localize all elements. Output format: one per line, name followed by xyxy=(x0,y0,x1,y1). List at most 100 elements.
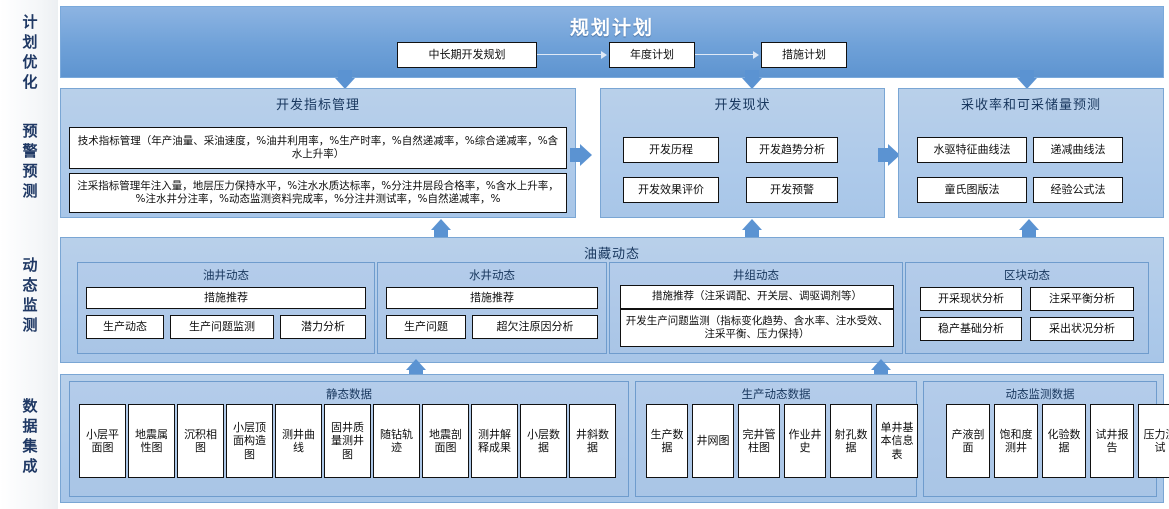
node-label: 小层顶面构造图 xyxy=(233,421,266,461)
node-label: 试井报告 xyxy=(1095,427,1129,454)
node-production-data-item[interactable]: 井网图 xyxy=(692,404,734,478)
node-label: 测井解释成果 xyxy=(478,427,511,454)
panel-reservoir-dynamics: 油藏动态 油井动态 措施推荐 生产动态 生产问题监测 潜力分析 水井动态 措施推… xyxy=(60,237,1164,363)
node-label: 措施推荐 xyxy=(470,291,514,305)
group-title: 生产动态数据 xyxy=(741,387,811,401)
node-label: 作业井史 xyxy=(788,427,822,454)
node-measure-recommendation-well-group[interactable]: 措施推荐（注采调配、开关层、调驱调剂等） xyxy=(620,285,894,309)
node-production-data-item[interactable]: 射孔数据 xyxy=(830,404,872,478)
node-label: 生产数据 xyxy=(650,427,684,454)
node-label: 地震剖面图 xyxy=(429,427,462,454)
node-static-data-item[interactable]: 测井解释成果 xyxy=(471,404,518,478)
node-label: 开发历程 xyxy=(649,143,693,157)
node-label: 经验公式法 xyxy=(1050,183,1106,197)
panel-recovery-prediction: 采收率和可采储量预测 水驱特征曲线法 递减曲线法 童氏图版法 经验公式法 xyxy=(898,88,1164,218)
node-label: 递减曲线法 xyxy=(1050,143,1106,157)
connector-arrowhead-icon xyxy=(753,51,759,59)
node-label: 固井质量测井图 xyxy=(331,421,364,461)
node-development-trend-analysis[interactable]: 开发趋势分析 xyxy=(746,137,838,163)
node-label: 采出状况分析 xyxy=(1049,322,1115,336)
node-development-effect-evaluation[interactable]: 开发效果评价 xyxy=(623,177,719,203)
node-label: 地震属性图 xyxy=(135,427,168,454)
node-label: 开发预警 xyxy=(770,183,814,197)
sidebar-item-label: 计划优化 xyxy=(20,14,39,94)
sidebar-item-warning-forecast[interactable]: 预警预测 xyxy=(0,108,58,218)
node-measure-plan[interactable]: 措施计划 xyxy=(761,42,847,68)
node-monitoring-data-item[interactable]: 产液剖面 xyxy=(946,404,990,478)
node-monitoring-data-item[interactable]: 压力测试 xyxy=(1138,404,1169,478)
node-monitoring-data-item[interactable]: 试井报告 xyxy=(1090,404,1134,478)
node-label: 开发生产问题监测（指标变化趋势、含水率、注水受效、注采平衡、压力保持） xyxy=(625,314,889,340)
node-injection-production-balance-analysis[interactable]: 注采平衡分析 xyxy=(1030,287,1134,311)
node-label: 超欠注原因分析 xyxy=(496,320,574,334)
node-production-problem-monitoring[interactable]: 生产问题监测 xyxy=(170,315,274,339)
node-production-dynamics[interactable]: 生产动态 xyxy=(86,315,164,339)
node-development-production-problem-monitoring[interactable]: 开发生产问题监测（指标变化趋势、含水率、注水受效、注采平衡、压力保持） xyxy=(620,309,894,347)
node-label: 童氏图版法 xyxy=(944,183,1000,197)
node-label: 潜力分析 xyxy=(301,320,345,334)
panel-title: 开发现状 xyxy=(714,98,771,113)
node-development-history[interactable]: 开发历程 xyxy=(623,137,719,163)
node-measure-recommendation-water[interactable]: 措施推荐 xyxy=(386,287,598,309)
panel-title: 开发指标管理 xyxy=(275,98,360,113)
sidebar-item-dynamic-monitoring[interactable]: 动态监测 xyxy=(0,238,58,356)
node-monitoring-data-item[interactable]: 饱和度测井 xyxy=(994,404,1038,478)
node-static-data-item[interactable]: 地震剖面图 xyxy=(422,404,469,478)
node-static-data-item[interactable]: 井斜数据 xyxy=(569,404,616,478)
node-injection-production-index-management[interactable]: 注采指标管理年注入量，地层压力保持水平，%注水水质达标率，%分注井层段合格率，%… xyxy=(69,173,567,213)
panel-development-status: 开发现状 开发历程 开发趋势分析 开发效果评价 开发预警 xyxy=(600,88,885,218)
group-title: 动态监测数据 xyxy=(1005,387,1075,401)
node-label: 沉积相图 xyxy=(184,427,217,454)
sidebar-item-plan-optimization[interactable]: 计划优化 xyxy=(0,4,58,104)
node-label: 射孔数据 xyxy=(834,427,868,454)
node-label: 井网图 xyxy=(696,434,730,448)
panel-development-index: 开发指标管理 技术指标管理（年产油量、采油速度，%油井利用率，%生产时率，%自然… xyxy=(60,88,576,218)
node-tong-chart-method[interactable]: 童氏图版法 xyxy=(917,177,1027,203)
group-static-data: 静态数据 小层平面图 地震属性图 沉积相图 小层顶面构造图 测井曲线 固井质量测… xyxy=(69,381,629,497)
node-production-problem[interactable]: 生产问题 xyxy=(386,315,466,339)
node-midlong-term-plan[interactable]: 中长期开发规划 xyxy=(397,42,537,68)
node-stable-production-basis-analysis[interactable]: 稳产基础分析 xyxy=(920,317,1022,341)
node-annual-plan[interactable]: 年度计划 xyxy=(609,42,695,68)
node-monitoring-data-item[interactable]: 化验数据 xyxy=(1042,404,1086,478)
node-static-data-item[interactable]: 小层平面图 xyxy=(79,404,126,478)
node-label: 单井基本信息表 xyxy=(880,421,914,461)
connector-line xyxy=(695,54,755,56)
sidebar-item-data-integration[interactable]: 数据集成 xyxy=(0,378,58,498)
node-static-data-item[interactable]: 小层数据 xyxy=(520,404,567,478)
sidebar: 计划优化 预警预测 动态监测 数据集成 xyxy=(0,0,58,509)
node-waterflood-characteristic-curve-method[interactable]: 水驱特征曲线法 xyxy=(917,137,1027,163)
node-empirical-formula-method[interactable]: 经验公式法 xyxy=(1033,177,1123,203)
node-static-data-item[interactable]: 固井质量测井图 xyxy=(324,404,371,478)
node-development-warning[interactable]: 开发预警 xyxy=(746,177,838,203)
node-production-data-item[interactable]: 作业井史 xyxy=(784,404,826,478)
node-label: 生产问题 xyxy=(404,320,448,334)
group-block-dynamics: 区块动态 开采现状分析 注采平衡分析 稳产基础分析 采出状况分析 xyxy=(905,262,1149,354)
node-static-data-item[interactable]: 小层顶面构造图 xyxy=(226,404,273,478)
node-production-status-analysis[interactable]: 开采现状分析 xyxy=(920,287,1022,311)
node-technical-index-management[interactable]: 技术指标管理（年产油量、采油速度，%油井利用率，%生产时率，%自然递减率，%综合… xyxy=(69,127,567,169)
node-label: 生产问题监测 xyxy=(189,320,255,334)
node-over-under-injection-cause-analysis[interactable]: 超欠注原因分析 xyxy=(472,315,598,339)
node-label: 化验数据 xyxy=(1047,427,1081,454)
node-production-data-item[interactable]: 完井管柱图 xyxy=(738,404,780,478)
node-recovery-status-analysis[interactable]: 采出状况分析 xyxy=(1030,317,1134,341)
node-label: 测井曲线 xyxy=(282,427,315,454)
node-production-data-item[interactable]: 单井基本信息表 xyxy=(876,404,918,478)
node-static-data-item[interactable]: 沉积相图 xyxy=(177,404,224,478)
node-decline-curve-method[interactable]: 递减曲线法 xyxy=(1033,137,1123,163)
node-label: 生产动态 xyxy=(103,320,147,334)
node-production-data-item[interactable]: 生产数据 xyxy=(646,404,688,478)
node-label: 注采平衡分析 xyxy=(1049,292,1115,306)
node-measure-recommendation-oil[interactable]: 措施推荐 xyxy=(86,287,366,309)
node-potential-analysis[interactable]: 潜力分析 xyxy=(280,315,366,339)
node-label: 稳产基础分析 xyxy=(938,322,1004,336)
group-title: 油井动态 xyxy=(203,268,249,282)
node-label: 措施推荐（注采调配、开关层、调驱调剂等） xyxy=(652,290,862,303)
node-static-data-item[interactable]: 随钻轨迹 xyxy=(373,404,420,478)
node-static-data-item[interactable]: 地震属性图 xyxy=(128,404,175,478)
node-label: 井斜数据 xyxy=(576,427,609,454)
node-static-data-item[interactable]: 测井曲线 xyxy=(275,404,322,478)
panel-title: 采收率和可采储量预测 xyxy=(960,98,1101,113)
